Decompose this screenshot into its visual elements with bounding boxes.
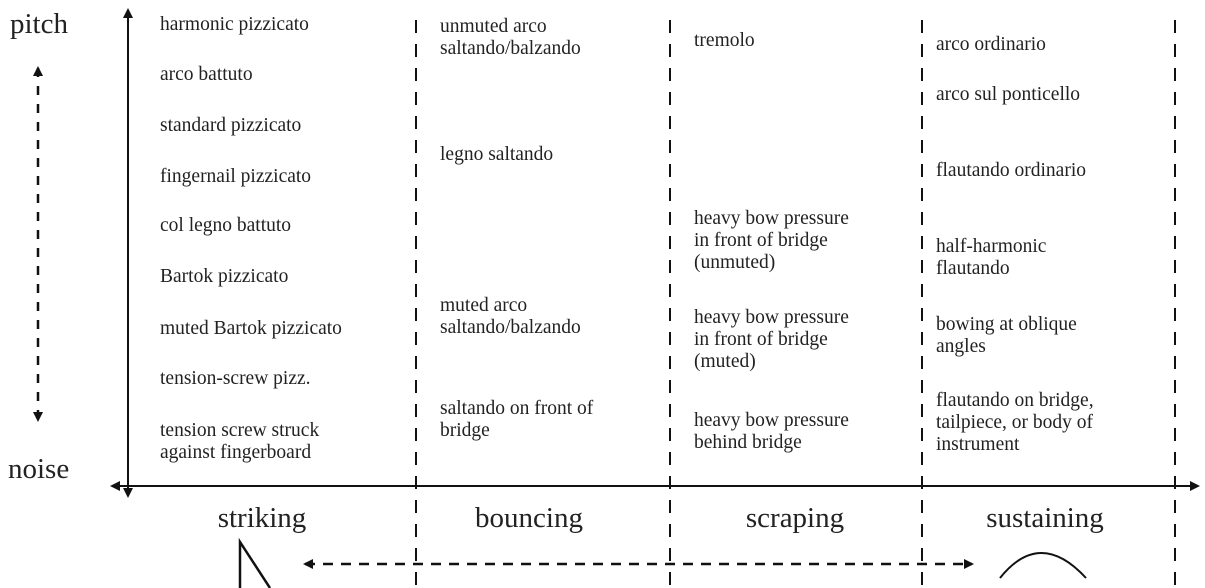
- technique-label: tension-screw pizz.: [160, 368, 311, 389]
- striking-glyph: [238, 537, 272, 588]
- noise-label: noise: [8, 453, 70, 485]
- technique-label: arco ordinario: [936, 34, 1046, 55]
- technique-label: legno saltando: [440, 144, 554, 165]
- technique-label: col legno battuto: [160, 215, 292, 236]
- technique-label: harmonic pizzicato: [160, 14, 309, 35]
- technique-label: flautando ordinario: [936, 160, 1086, 181]
- sustaining-glyph: [999, 552, 1087, 579]
- category-label-scraping: scraping: [745, 502, 845, 534]
- technique-label: flautando on bridge,tailpiece, or body o…: [936, 390, 1094, 455]
- technique-label: fingernail pizzicato: [160, 166, 312, 187]
- category-label-striking: striking: [217, 502, 307, 534]
- technique-label: muted Bartok pizzicato: [160, 318, 342, 339]
- technique-label: arco battuto: [160, 64, 253, 85]
- category-label-sustaining: sustaining: [986, 502, 1104, 534]
- category-label-bouncing: bouncing: [475, 502, 583, 534]
- technique-label: tremolo: [694, 30, 755, 51]
- technique-label: arco sul ponticello: [936, 84, 1081, 105]
- technique-label: Bartok pizzicato: [160, 266, 289, 287]
- technique-label: standard pizzicato: [160, 115, 302, 136]
- pitch-label: pitch: [10, 8, 68, 40]
